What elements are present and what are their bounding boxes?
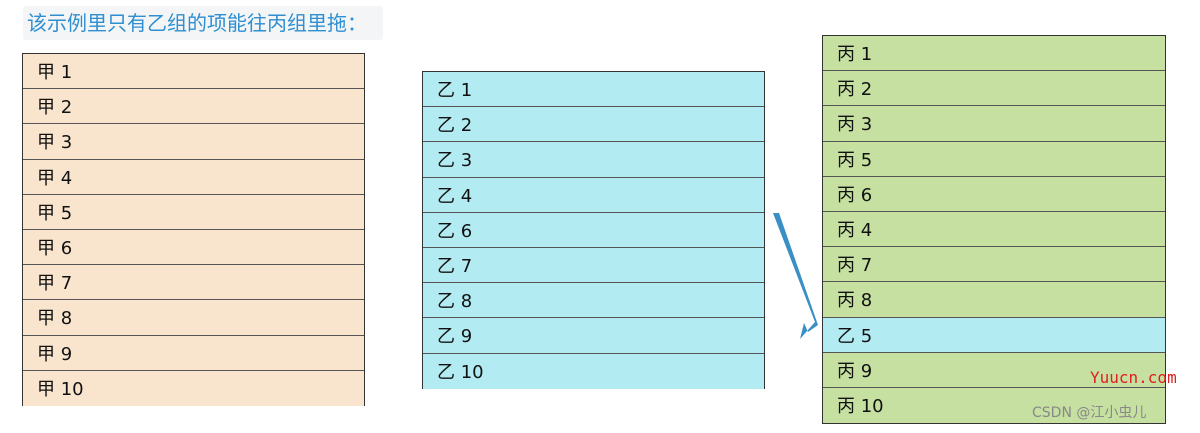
caption: 该示例里只有乙组的项能往丙组里拖： — [23, 6, 383, 40]
list-item[interactable]: 丙 9 — [823, 352, 1165, 388]
list-item[interactable]: 甲 1 — [23, 54, 364, 90]
list-item[interactable]: 乙 7 — [423, 247, 764, 284]
author-watermark: CSDN @江小虫儿 — [1032, 405, 1147, 421]
site-watermark: Yuucn.com — [1090, 368, 1177, 387]
list-item[interactable]: 丙 8 — [823, 282, 1165, 318]
group-jia-list: 甲 1 甲 2 甲 3 甲 4 甲 5 甲 6 甲 7 甲 8 甲 9 甲 10 — [22, 53, 365, 406]
group-yi-list: 乙 1 乙 2 乙 3 乙 4 乙 6 乙 7 乙 8 乙 9 乙 10 — [422, 71, 765, 389]
list-item[interactable]: 甲 8 — [23, 300, 364, 336]
list-item[interactable]: 丙 7 — [823, 247, 1165, 283]
list-item[interactable]: 甲 2 — [23, 89, 364, 125]
list-item[interactable]: 乙 1 — [423, 72, 764, 108]
list-item[interactable]: 丙 2 — [823, 71, 1165, 107]
list-item[interactable]: 甲 9 — [23, 335, 364, 371]
list-item[interactable]: 丙 3 — [823, 106, 1165, 142]
list-item[interactable]: 甲 7 — [23, 265, 364, 301]
list-item[interactable]: 丙 10 — [823, 387, 1165, 424]
moved-list-item[interactable]: 乙 5 — [823, 317, 1165, 353]
list-item[interactable]: 甲 10 — [23, 370, 364, 406]
list-item[interactable]: 甲 3 — [23, 124, 364, 160]
list-item[interactable]: 乙 2 — [423, 107, 764, 143]
list-item[interactable]: 丙 6 — [823, 176, 1165, 212]
list-item[interactable]: 丙 4 — [823, 211, 1165, 248]
list-item[interactable]: 甲 6 — [23, 229, 364, 266]
list-item[interactable]: 乙 3 — [423, 142, 764, 178]
list-item[interactable]: 丙 1 — [823, 36, 1165, 72]
list-item[interactable]: 丙 5 — [823, 141, 1165, 177]
list-item[interactable]: 乙 8 — [423, 283, 764, 319]
list-item[interactable]: 乙 4 — [423, 177, 764, 213]
list-item[interactable]: 甲 4 — [23, 159, 364, 195]
list-item[interactable]: 乙 10 — [423, 353, 764, 389]
group-bing-list: 丙 1 丙 2 丙 3 丙 5 丙 6 丙 4 丙 7 丙 8 乙 5 丙 9 … — [822, 35, 1166, 424]
list-item[interactable]: 乙 6 — [423, 212, 764, 248]
list-item[interactable]: 乙 9 — [423, 318, 764, 354]
list-item[interactable]: 甲 5 — [23, 194, 364, 230]
